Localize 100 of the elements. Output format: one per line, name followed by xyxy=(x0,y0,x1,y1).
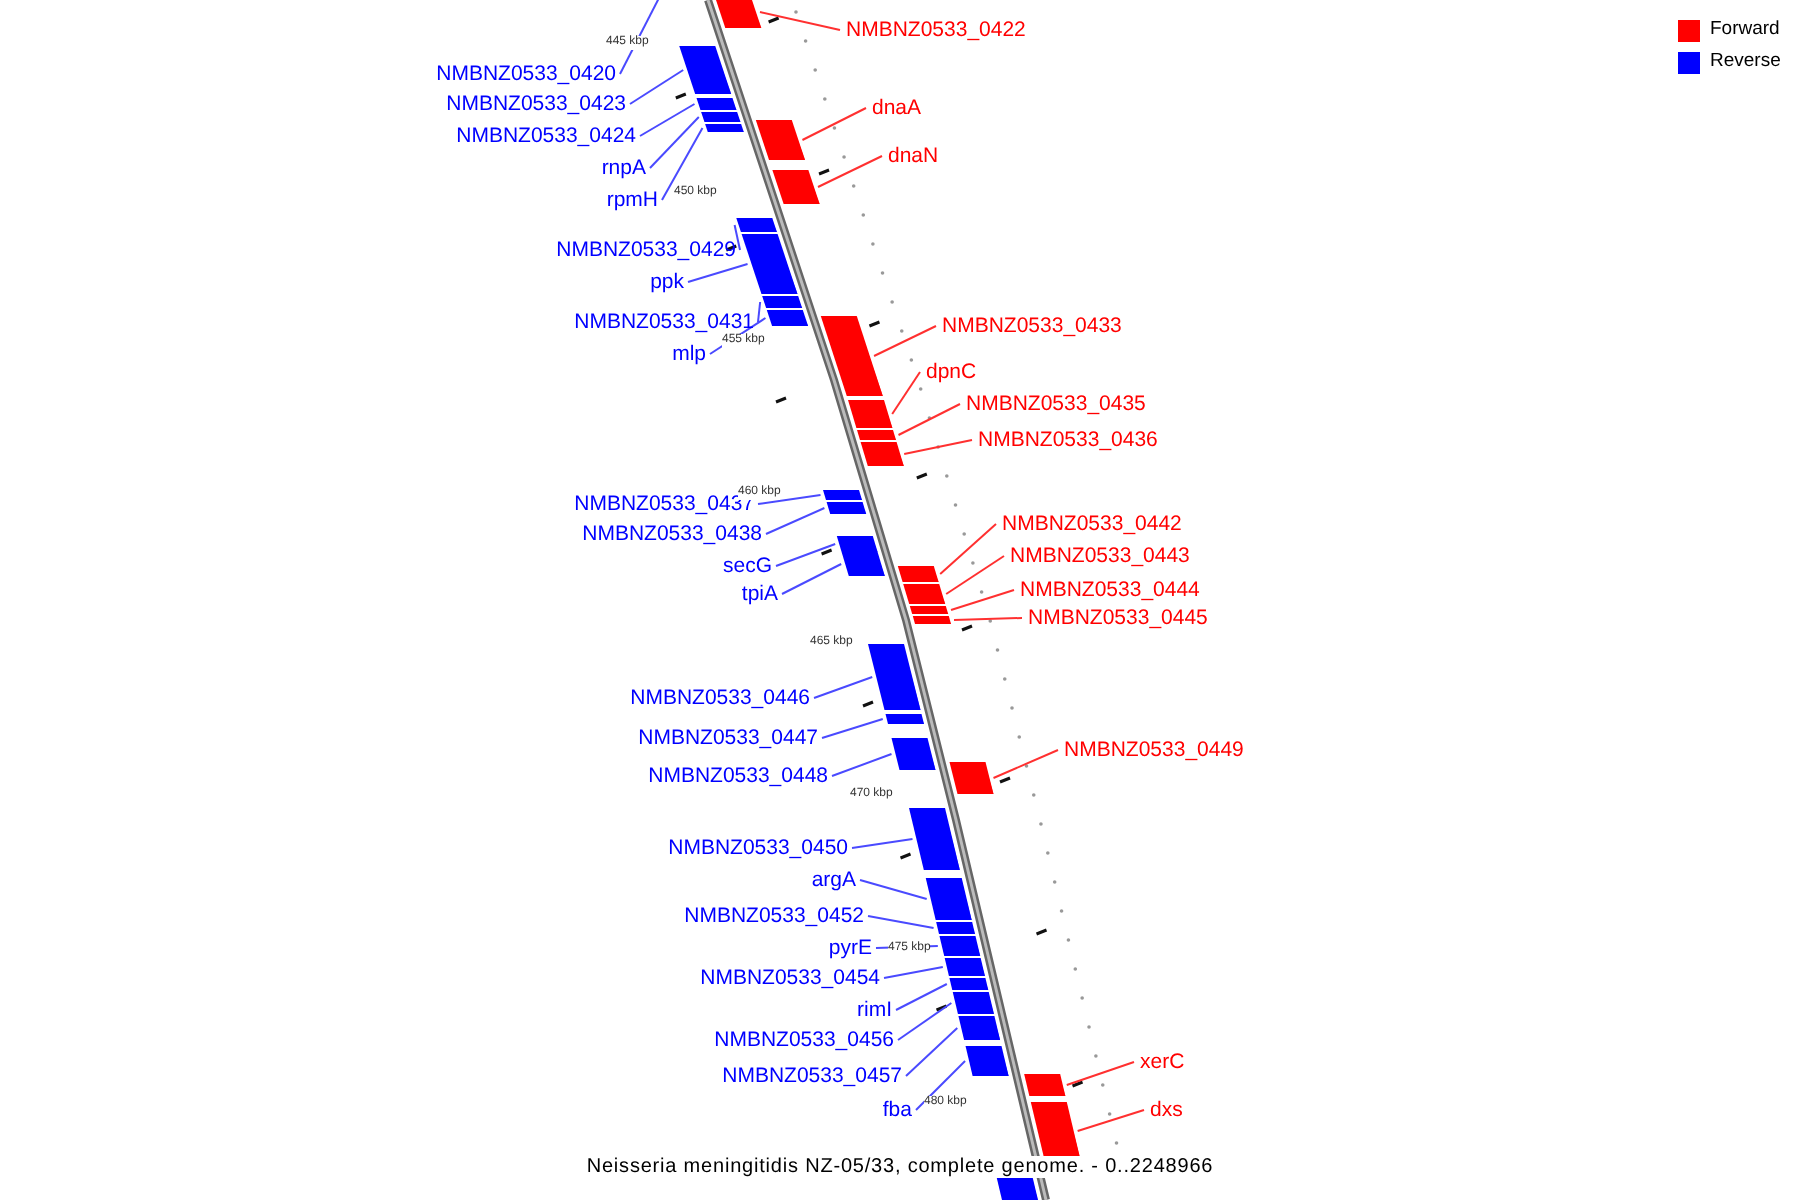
leader-line xyxy=(649,116,700,169)
gene-label: rimI xyxy=(857,996,892,1024)
gene-block xyxy=(965,1046,1009,1076)
leader-line xyxy=(821,718,884,739)
gene-block xyxy=(1024,1074,1066,1096)
leader-line xyxy=(851,838,914,849)
gene-label: NMBNZ0533_0435 xyxy=(966,390,1146,418)
gene-label: NMBNZ0533_0423 xyxy=(446,90,626,118)
leader-line xyxy=(992,749,1059,779)
leader-line xyxy=(619,0,661,75)
gene-label: dxs xyxy=(1150,1096,1183,1124)
gene-label: NMBNZ0533_0457 xyxy=(722,1062,902,1090)
gene-label: NMBNZ0533_0454 xyxy=(700,964,880,992)
caption: Neisseria meningitidis NZ-05/33, complete genome. - 0..2248966 xyxy=(586,1156,1214,1178)
gene-label: NMBNZ0533_0446 xyxy=(630,684,810,712)
gene-label: fba xyxy=(882,1096,912,1124)
gene-block xyxy=(891,738,936,770)
legend-label: Forward xyxy=(1710,18,1780,42)
gene-block xyxy=(736,218,777,232)
gene-label: dnaN xyxy=(888,142,939,170)
gene-block xyxy=(909,808,960,870)
leader-line xyxy=(831,753,893,777)
gene-block xyxy=(679,46,732,94)
gene-block xyxy=(772,170,820,204)
leader-line xyxy=(883,966,944,979)
gene-label: NMBNZ0533_0431 xyxy=(574,308,754,336)
gene-label: NMBNZ0533_0452 xyxy=(684,902,864,930)
gene-label: tpiA xyxy=(741,580,778,608)
leader-line xyxy=(661,127,704,201)
leader-line xyxy=(757,301,762,323)
gene-label: rnpA xyxy=(601,154,646,182)
leader-line xyxy=(1065,1061,1135,1086)
gene-block xyxy=(857,430,896,440)
gene-block xyxy=(949,978,989,990)
gene-label: NMBNZ0533_0456 xyxy=(714,1026,894,1054)
gene-label: xerC xyxy=(1140,1048,1185,1076)
leader-line xyxy=(897,1002,953,1041)
leader-line xyxy=(945,555,1005,595)
leader-line xyxy=(939,523,997,575)
gene-label: NMBNZ0533_0436 xyxy=(978,426,1158,454)
gene-label: NMBNZ0533_0449 xyxy=(1064,736,1244,764)
leader-line xyxy=(781,563,843,595)
gene-block xyxy=(762,296,803,308)
gene-label: dpnC xyxy=(926,358,977,386)
gene-label: NMBNZ0533_0433 xyxy=(942,312,1122,340)
leader-line xyxy=(897,403,961,436)
leader-line xyxy=(891,371,921,415)
gene-label: NMBNZ0533_0420 xyxy=(436,60,616,88)
leader-line xyxy=(817,155,883,188)
gene-block xyxy=(868,644,921,710)
gene-label: mlp xyxy=(672,340,706,368)
leader-line xyxy=(905,1027,959,1077)
gene-label: NMBNZ0533_0445 xyxy=(1028,604,1208,632)
leader-line xyxy=(903,439,973,455)
gene-label: NMBNZ0533_0443 xyxy=(1010,542,1190,570)
leader-line xyxy=(915,1060,967,1111)
gene-label: NMBNZ0533_0447 xyxy=(638,724,818,752)
gene-block xyxy=(836,536,878,552)
gene-block xyxy=(1030,1102,1081,1160)
leader-line xyxy=(629,69,685,105)
leader-line xyxy=(759,11,841,31)
leader-line xyxy=(765,507,826,535)
gene-block xyxy=(936,922,975,934)
leader-line xyxy=(895,983,948,1011)
legend-label: Reverse xyxy=(1710,50,1781,74)
leader-line xyxy=(1076,1109,1145,1132)
leader-line xyxy=(873,325,937,357)
gene-block xyxy=(996,1176,1039,1200)
leader-line xyxy=(639,103,696,137)
gene-label: dnaA xyxy=(872,94,922,122)
gene-label: argA xyxy=(811,866,856,894)
gene-block xyxy=(755,120,806,160)
gene-block xyxy=(912,616,951,624)
gene-label: NMBNZ0533_0429 xyxy=(556,236,736,264)
gene-block xyxy=(820,316,883,396)
gene-label: NMBNZ0533_0422 xyxy=(846,16,1026,44)
leader-line xyxy=(950,589,1015,611)
leader-line xyxy=(687,263,749,283)
leader-line xyxy=(733,224,741,251)
gene-block xyxy=(714,0,762,28)
gene-label: rpmH xyxy=(606,186,658,214)
gene-label: NMBNZ0533_0444 xyxy=(1020,576,1200,604)
gene-label: NMBNZ0533_0448 xyxy=(648,762,828,790)
gene-block xyxy=(949,762,994,794)
leader-line xyxy=(801,107,867,141)
leader-line xyxy=(757,494,822,505)
leader-line xyxy=(953,617,1023,621)
leader-line xyxy=(867,915,935,929)
gene-block xyxy=(885,714,924,724)
leader-line xyxy=(775,543,837,567)
gene-label: pyrE xyxy=(828,934,872,962)
leader-line xyxy=(813,676,874,699)
gene-block xyxy=(897,566,939,582)
gene-label: NMBNZ0533_0438 xyxy=(582,520,762,548)
gene-label: ppk xyxy=(650,268,684,296)
gene-label: NMBNZ0533_0442 xyxy=(1002,510,1182,538)
gene-label: NMBNZ0533_0424 xyxy=(456,122,636,150)
leader-line xyxy=(859,879,928,900)
gene-label: secG xyxy=(722,552,772,580)
gene-label: NMBNZ0533_0450 xyxy=(668,834,848,862)
